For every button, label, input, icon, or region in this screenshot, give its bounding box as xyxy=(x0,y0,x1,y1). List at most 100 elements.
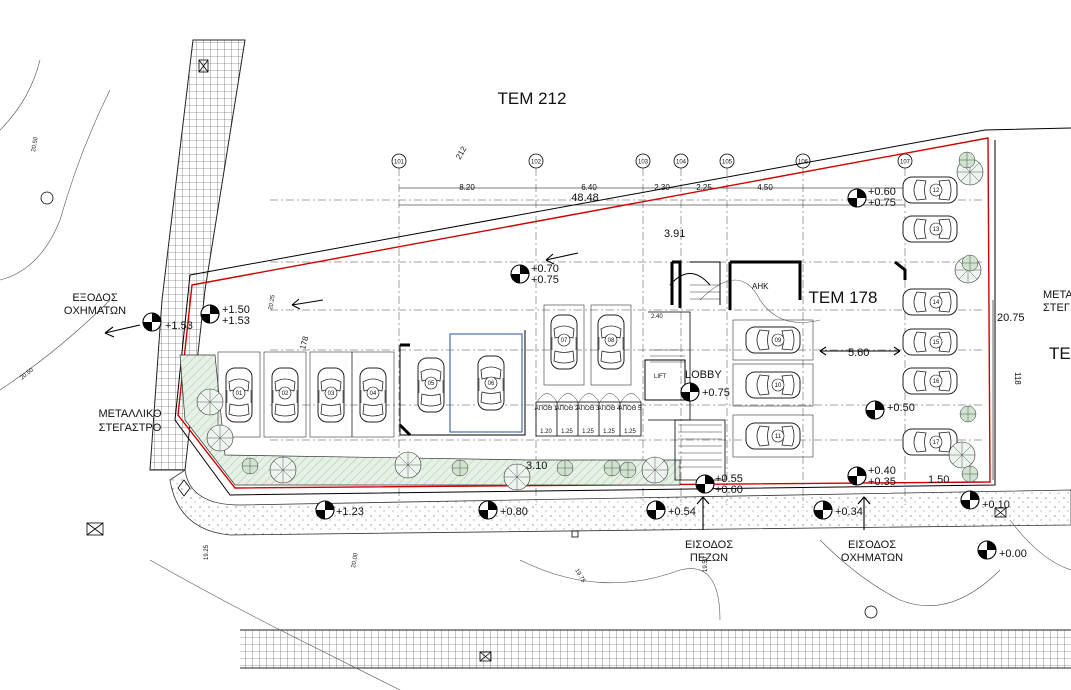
svg-text:+0.75: +0.75 xyxy=(531,274,559,286)
storage-units: ΑΠΟΘ 1 ΑΠΟΘ 2 ΑΠΟΘ 3 ΑΠΟΘ 4 ΑΠΟΘ 5 1.20 … xyxy=(535,393,642,437)
parking-bay-03: 03 xyxy=(309,351,353,438)
storage-3: ΑΠΟΘ 3 xyxy=(577,406,600,412)
parking-bay-15: 15 xyxy=(902,328,958,356)
parking-bay-04: 04 xyxy=(351,351,395,438)
svg-text:5.60: 5.60 xyxy=(848,347,869,359)
svg-text:+1.50: +1.50 xyxy=(222,304,250,316)
parking-bay-16: 16 xyxy=(902,367,958,395)
svg-text:178: 178 xyxy=(298,335,310,351)
svg-text:09: 09 xyxy=(775,338,782,344)
contour-lines xyxy=(0,59,1071,690)
parking-bays: 01 02 03 04 05 06 07 08 09 10 11 12 13 1… xyxy=(217,176,958,458)
svg-text:105: 105 xyxy=(722,160,733,166)
parking-bay-01: 01 xyxy=(217,351,261,438)
parking-bay-10: 10 xyxy=(732,363,814,407)
svg-text:+0.60: +0.60 xyxy=(868,186,896,198)
svg-text:ΟΧΗΜΑΤΩΝ: ΟΧΗΜΑΤΩΝ xyxy=(841,552,903,564)
svg-text:107: 107 xyxy=(900,160,911,166)
svg-text:ΟΧΗΜΑΤΩΝ: ΟΧΗΜΑΤΩΝ xyxy=(64,305,126,317)
svg-text:12: 12 xyxy=(933,188,940,194)
grid-lines xyxy=(270,168,985,505)
svg-text:+0.40: +0.40 xyxy=(868,465,896,477)
svg-text:17: 17 xyxy=(933,440,940,446)
flow-arrow-2 xyxy=(545,252,579,265)
axis-101: 101 xyxy=(391,153,407,169)
svg-text:13: 13 xyxy=(933,227,940,233)
svg-text:16: 16 xyxy=(933,379,940,385)
parking-bay-13: 13 xyxy=(902,215,958,243)
svg-text:05: 05 xyxy=(428,381,435,387)
svg-text:+0.70: +0.70 xyxy=(531,263,559,275)
svg-text:+0.55: +0.55 xyxy=(715,473,743,485)
storage-2: ΑΠΟΘ 2 xyxy=(556,406,579,412)
svg-text:20.50: 20.50 xyxy=(31,136,40,152)
svg-text:+0.54: +0.54 xyxy=(668,506,696,518)
svg-text:20.00: 20.00 xyxy=(351,552,360,568)
dimension-chain: 8.20 6.40 2.30 2.25 4.50 48.48 xyxy=(399,183,905,206)
svg-text:19.75: 19.75 xyxy=(573,568,586,585)
svg-text:ΣΤΕΓΑΣΤΡΟ: ΣΤΕΓΑΣΤΡΟ xyxy=(99,422,162,434)
svg-text:+0.50: +0.50 xyxy=(887,402,915,414)
svg-text:3.10: 3.10 xyxy=(526,460,547,472)
svg-text:20.25: 20.25 xyxy=(268,294,277,310)
pedestrian-entry-arrow xyxy=(696,496,710,530)
svg-text:1.25: 1.25 xyxy=(582,429,594,435)
svg-text:19.50: 19.50 xyxy=(703,556,709,572)
lobby-label: LOBBY xyxy=(685,369,722,381)
svg-text:+0.75: +0.75 xyxy=(702,387,730,399)
axis-102: 102 xyxy=(528,153,544,169)
svg-text:04: 04 xyxy=(370,391,377,397)
svg-text:104: 104 xyxy=(676,160,687,166)
svg-text:14: 14 xyxy=(933,300,940,306)
svg-text:+0.34: +0.34 xyxy=(835,506,863,518)
svg-text:1.25: 1.25 xyxy=(561,429,573,435)
svg-text:106: 106 xyxy=(798,160,809,166)
axis-104: 104 xyxy=(673,153,689,169)
svg-text:101: 101 xyxy=(394,160,405,166)
road-paving xyxy=(240,629,1071,669)
svg-text:+1.23: +1.23 xyxy=(336,506,364,518)
vehicle-entry-arrow xyxy=(857,496,871,530)
site-markers xyxy=(40,59,1007,662)
svg-text:07: 07 xyxy=(561,338,568,344)
parking-bay-08: 08 xyxy=(590,304,632,386)
axis-107: 107 xyxy=(897,153,913,169)
svg-text:ΣΤΕΓ: ΣΤΕΓ xyxy=(1043,302,1070,314)
parking-bay-05: 05 xyxy=(417,357,445,413)
svg-text:6.40: 6.40 xyxy=(581,183,597,192)
sidewalk xyxy=(169,469,1071,536)
svg-text:102: 102 xyxy=(531,160,542,166)
svg-text:1.25: 1.25 xyxy=(624,429,636,435)
svg-text:1.25: 1.25 xyxy=(603,429,615,435)
svg-text:118: 118 xyxy=(1013,372,1022,385)
stairs xyxy=(650,284,722,468)
svg-text:+0.10: +0.10 xyxy=(982,499,1010,511)
plot-label-mid: ΤΕΜ 178 xyxy=(809,288,878,307)
parking-bay-06: 06 xyxy=(477,355,505,411)
svg-text:212: 212 xyxy=(454,144,469,161)
building-core xyxy=(398,260,907,481)
grid-axis-bubbles: 101 102 103 104 105 106 107 xyxy=(391,153,913,169)
svg-text:+0.35: +0.35 xyxy=(868,476,896,488)
vehicle-entry-label: ΕΙΣΟΔΟΣ xyxy=(848,539,896,551)
arrows xyxy=(104,252,994,530)
axis-105: 105 xyxy=(719,153,735,169)
svg-text:15: 15 xyxy=(933,340,940,346)
svg-text:2.25: 2.25 xyxy=(696,183,712,192)
svg-text:03: 03 xyxy=(328,391,335,397)
svg-text:20.50: 20.50 xyxy=(19,367,35,382)
svg-text:ΜΕΤΑ: ΜΕΤΑ xyxy=(1043,289,1071,301)
svg-text:ΠΕΖΩΝ: ΠΕΖΩΝ xyxy=(690,552,728,564)
storage-1: ΑΠΟΘ 1 xyxy=(535,406,558,412)
svg-text:01: 01 xyxy=(236,391,243,397)
parking-bay-09: 09 xyxy=(732,319,814,361)
svg-text:4.50: 4.50 xyxy=(757,183,773,192)
vehicle-exit-label: ΕΞΟΔΟΣ xyxy=(72,292,117,304)
exit-arrow-left xyxy=(104,324,141,338)
dimension-labels: 3.91 5.60 20.75 3.10 1.50 2.40 xyxy=(526,228,1025,486)
canopy-label: ΜΕΤΑΛΛΙΚΟ xyxy=(98,408,161,420)
svg-text:2.30: 2.30 xyxy=(654,183,670,192)
svg-text:10: 10 xyxy=(775,383,782,389)
parking-bay-07: 07 xyxy=(543,304,585,386)
total-dimension: 48.48 xyxy=(571,192,599,204)
